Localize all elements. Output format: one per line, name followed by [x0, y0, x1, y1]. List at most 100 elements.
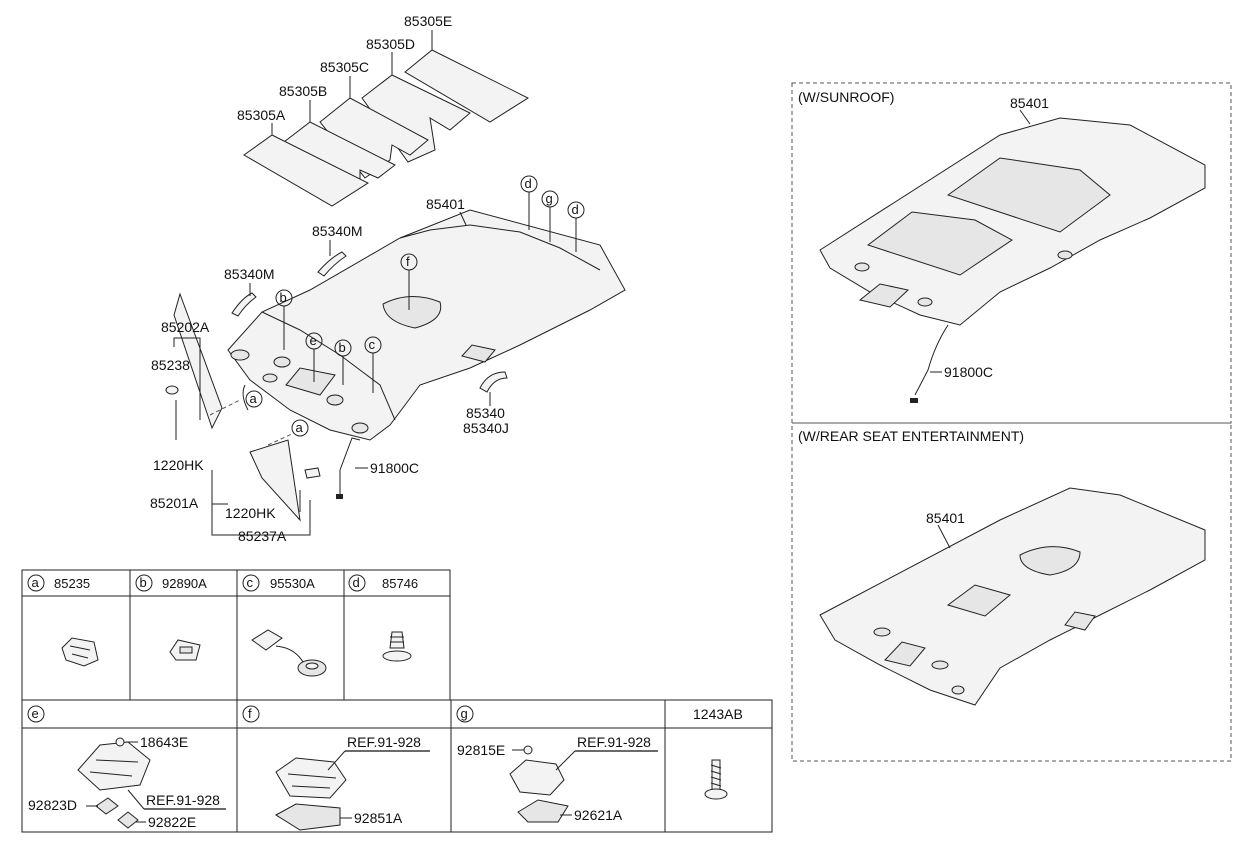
svg-text:g: g [461, 706, 468, 721]
callout-85340M-left: 85340M [224, 266, 275, 282]
sunroof-headliner [819, 117, 1206, 403]
svg-text:e: e [310, 333, 317, 348]
marker-b-left: b [275, 289, 293, 307]
svg-text:f: f [248, 706, 252, 721]
svg-text:d: d [572, 202, 579, 217]
svg-text:c: c [247, 575, 254, 590]
part-map-lamp-e-drawing [77, 737, 151, 829]
sunroof-box-title: (W/SUNROOF) [798, 89, 894, 105]
marker-a-right: a [291, 419, 309, 437]
legend-table [21, 569, 773, 833]
marker-group: a a b b c e f d g d [245, 175, 585, 437]
grab-handle-85340M-right [317, 251, 347, 277]
headliner-shape [227, 209, 626, 441]
callout-85401: 85401 [426, 196, 465, 212]
legend-part-85746: 85746 [382, 576, 418, 591]
callout-85340: 85340 [466, 405, 505, 421]
svg-text:d: d [525, 176, 532, 191]
legend-header-a: a 85235 [27, 574, 90, 592]
svg-text:a: a [32, 575, 40, 590]
sun-visor-right [249, 439, 301, 522]
part-dome-lamp-f-drawing [275, 757, 347, 831]
svg-text:e: e [32, 706, 39, 721]
main-headliner [227, 209, 626, 499]
pad-85305C-shape [319, 97, 429, 179]
grab-handle-85340M-left [231, 292, 257, 317]
pad-85305D-shape [361, 74, 471, 163]
callout-85202A: 85202A [161, 319, 210, 335]
callout-85305D: 85305D [366, 36, 415, 52]
marker-d-right: d [567, 201, 585, 219]
ref-91-928-e: REF.91-928 [146, 792, 220, 808]
console-opening [285, 367, 336, 396]
callout-92815E: 92815E [457, 742, 505, 758]
legend-part-85235: 85235 [54, 576, 90, 591]
sunroof-opening-front [946, 157, 1111, 233]
legend-part-1243AB: 1243AB [693, 706, 743, 722]
svg-text:c: c [369, 337, 376, 352]
rse-dome-recess [1019, 546, 1081, 576]
legend-header-g: g [456, 705, 474, 723]
callout-92621A: 92621A [574, 807, 623, 823]
legend-part-95530A: 95530A [270, 576, 315, 591]
part-85235-drawing [61, 637, 99, 667]
legend-header-c: c 95530A [242, 574, 315, 592]
callout-1220HK-right: 1220HK [225, 505, 276, 521]
marker-d-left: d [520, 175, 538, 193]
svg-text:a: a [296, 420, 304, 435]
headliner-pads [243, 30, 530, 207]
callout-18643E: 18643E [140, 734, 188, 750]
part-92890A-drawing [169, 639, 201, 661]
pad-85305A-shape [243, 134, 370, 207]
callout-91800C: 91800C [370, 460, 419, 476]
legend-header-e: e [27, 705, 45, 723]
legend-part-92890A: 92890A [162, 576, 207, 591]
svg-text:f: f [406, 254, 410, 269]
sun-visor-left [173, 292, 223, 430]
callout-85305B: 85305B [279, 83, 327, 99]
svg-text:b: b [280, 290, 287, 305]
ref-91-928-f: REF.91-928 [347, 734, 421, 750]
dome-lamp-recess [382, 296, 442, 329]
pad-85305E-shape [404, 49, 530, 123]
svg-text:a: a [250, 391, 258, 406]
callout-85305A: 85305A [237, 107, 286, 123]
sunroof-opening-rear [866, 211, 1013, 276]
marker-a-left: a [245, 390, 263, 408]
ref-91-928-g: REF.91-928 [577, 734, 651, 750]
callout-85305E: 85305E [404, 13, 452, 29]
callout-85201A: 85201A [150, 495, 199, 511]
rse-headliner [819, 487, 1206, 706]
grab-handle-85340 [479, 371, 508, 393]
callout-92823D: 92823D [28, 797, 77, 813]
callout-92851A: 92851A [354, 810, 403, 826]
callout-92822E: 92822E [148, 814, 196, 830]
svg-text:d: d [353, 575, 360, 590]
svg-text:b: b [140, 575, 147, 590]
callout-85340J: 85340J [463, 420, 509, 436]
sunroof-variant-box [791, 82, 1232, 424]
part-rear-lamp-g-drawing [509, 745, 569, 823]
rse-display-recess [946, 584, 1012, 617]
part-95530A-drawing [251, 629, 327, 677]
sunroof-callout-91800C: 91800C [944, 364, 993, 380]
legend-header-d: d 85746 [348, 574, 418, 592]
marker-g: g [541, 190, 559, 208]
rse-box-title: (W/REAR SEAT ENTERTAINMENT) [798, 428, 1024, 444]
part-1243AB-screw-drawing [704, 759, 728, 800]
rse-callout-85401: 85401 [926, 510, 965, 526]
legend-header-f: f [242, 705, 260, 723]
grip-recess [461, 344, 496, 363]
svg-text:g: g [546, 191, 553, 206]
legend-header-b: b 92890A [135, 574, 207, 592]
callout-85305C: 85305C [320, 59, 369, 75]
callout-85237A: 85237A [238, 528, 287, 544]
callout-85238: 85238 [151, 357, 190, 373]
rse-headliner-shape [819, 487, 1206, 706]
callout-85340M-right: 85340M [312, 223, 363, 239]
part-85746-drawing [382, 631, 412, 662]
rse-variant-box [791, 422, 1232, 762]
callout-1220HK-left: 1220HK [153, 457, 204, 473]
sunroof-callout-85401: 85401 [1010, 95, 1049, 111]
